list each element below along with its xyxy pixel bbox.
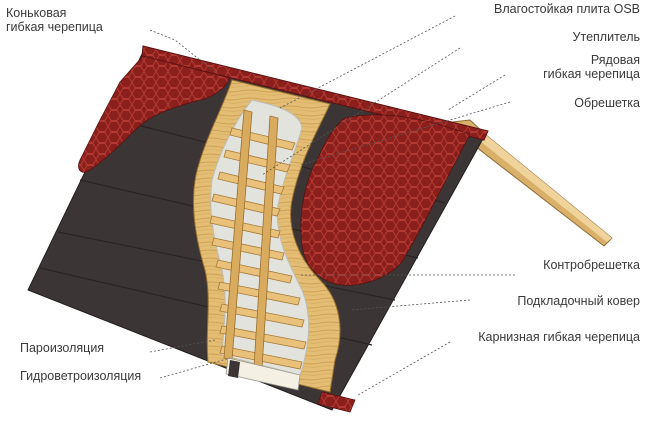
- label-lathing: Обрешетка: [574, 96, 640, 110]
- leader-lines: [149, 15, 515, 396]
- label-osb: Влагостойкая плита OSB: [494, 2, 640, 16]
- shingle-patch-right: [300, 114, 471, 286]
- label-counter-lathing: Контробрешетка: [543, 258, 640, 272]
- label-underlay: Подкладочный ковер: [517, 294, 640, 308]
- label-wind-barrier: Гидроветроизоляция: [20, 369, 142, 383]
- label-vapor-barrier: Пароизоляция: [20, 341, 105, 355]
- shingle-patch-left: [78, 55, 231, 173]
- label-ridge-shingle: Коньковая гибкая черепица: [6, 6, 103, 34]
- label-eaves-shingle: Карнизная гибкая черепица: [478, 330, 640, 344]
- label-row-shingle: Рядовая гибкая черепица: [543, 53, 640, 81]
- label-insulation: Утеплитель: [572, 30, 640, 44]
